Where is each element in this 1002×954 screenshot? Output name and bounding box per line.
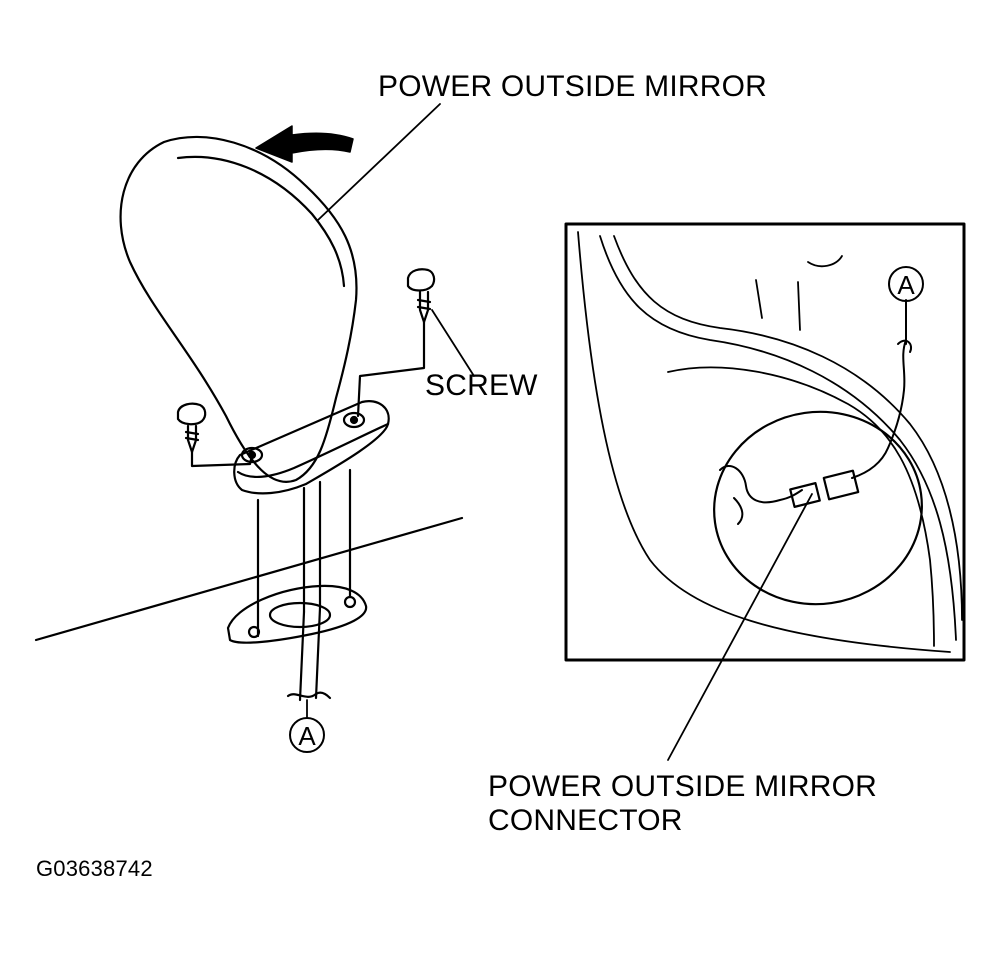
figure-id: G03638742 [36, 856, 153, 881]
detail-inset-frame [564, 222, 966, 662]
door-mount-gasket [226, 584, 368, 644]
ref-marker-a-left-text: A [298, 721, 316, 751]
mirror-base-gasket [233, 400, 390, 495]
mirror-housing [119, 135, 358, 483]
label-power-outside-mirror: POWER OUTSIDE MIRROR [378, 70, 768, 103]
screw-icon [176, 268, 436, 454]
service-hole [713, 410, 923, 606]
wiring-harness-left [286, 606, 332, 702]
rotation-arrow-icon [255, 125, 354, 163]
label-mirror-connector-line2: CONNECTOR [488, 804, 683, 837]
ref-marker-a-inset-text: A [897, 270, 915, 300]
leader-lines [317, 103, 813, 761]
screw-guide-lines [190, 320, 426, 468]
ref-marker-a-inset: A [888, 266, 924, 302]
inset-door-contours [577, 231, 963, 653]
door-panel-lines [34, 516, 464, 642]
label-mirror-connector: POWER OUTSIDE MIRROR CONNECTOR [488, 770, 908, 838]
mirror-connector-icon [789, 469, 860, 508]
ref-marker-a-left: A [289, 699, 325, 753]
label-screw: SCREW [425, 369, 538, 402]
label-mirror-connector-line1: POWER OUTSIDE MIRROR [488, 770, 878, 803]
